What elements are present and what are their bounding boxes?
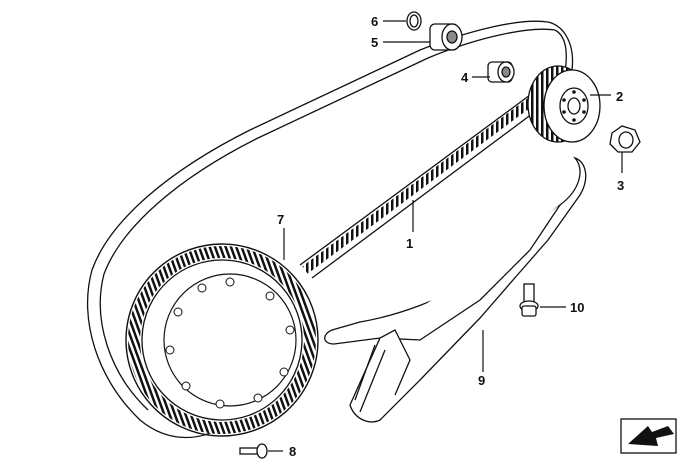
callout-belt-pulley: 2	[616, 89, 623, 104]
collar-nut[interactable]	[609, 125, 641, 153]
callout-toothed-belt: 1	[406, 236, 413, 251]
fastening-bolt[interactable]	[519, 283, 539, 317]
direction-arrow-icon	[620, 418, 677, 454]
callout-bearing: 5	[371, 35, 378, 50]
callout-collar-nut: 3	[617, 178, 624, 193]
rear-wheel-sprocket[interactable]	[99, 217, 345, 461]
belt-pulley[interactable]	[527, 65, 601, 143]
callouts: 1 2 3 4 5 6 7 8 9 10	[277, 14, 624, 459]
callout-spacer-sleeve: 4	[461, 70, 469, 85]
bolt[interactable]	[239, 443, 268, 459]
callout-circlip: 6	[371, 14, 378, 29]
callout-rear-wheel-sprocket: 7	[277, 212, 284, 227]
callout-bolt: 8	[289, 444, 296, 459]
belt-guard[interactable]	[324, 156, 587, 423]
callout-belt-guard: 9	[478, 373, 485, 388]
bearing[interactable]	[429, 23, 463, 51]
callout-fastening-bolt: 10	[570, 300, 584, 315]
leader-lines	[268, 20, 623, 452]
spacer-sleeve[interactable]	[487, 61, 515, 83]
toothed-belt[interactable]	[86, 20, 574, 439]
circlip[interactable]	[406, 11, 422, 31]
